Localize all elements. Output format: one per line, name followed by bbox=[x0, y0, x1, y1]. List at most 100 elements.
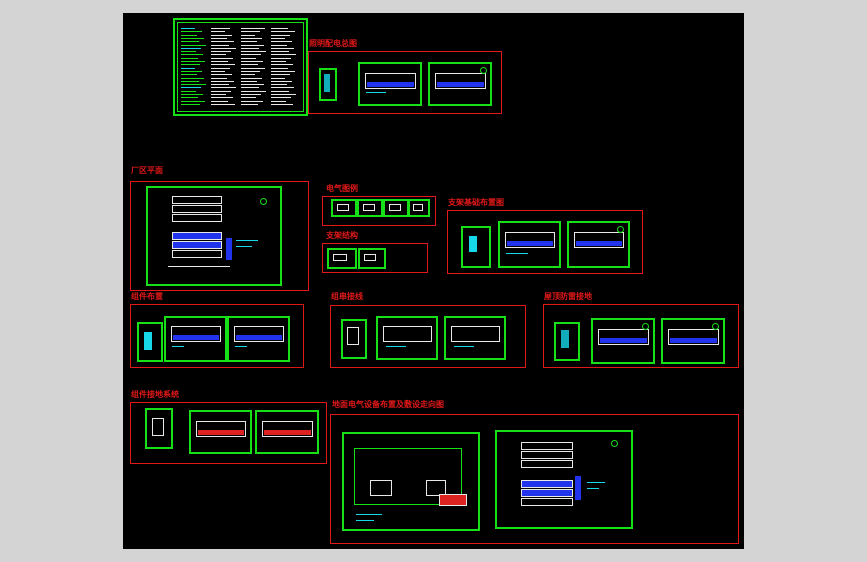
plant-plan-sheet[interactable] bbox=[146, 186, 282, 286]
section-label-support-structure: 支架结构 bbox=[326, 231, 358, 240]
wiring-sheet[interactable] bbox=[444, 316, 506, 360]
notes-text-line bbox=[271, 34, 290, 36]
detail-block bbox=[144, 332, 152, 350]
module-sheet[interactable] bbox=[137, 322, 163, 362]
section-support-foundation[interactable] bbox=[447, 210, 643, 274]
section-plant-plan[interactable] bbox=[130, 181, 309, 291]
notes-text-line bbox=[181, 34, 197, 36]
annotation-line bbox=[236, 240, 258, 241]
notes-text-line bbox=[211, 100, 228, 102]
sheet-inner-frame bbox=[177, 22, 304, 112]
north-arrow-icon bbox=[260, 198, 267, 205]
notes-text-line bbox=[241, 44, 264, 46]
notes-text-line bbox=[241, 34, 255, 36]
notes-text-line bbox=[241, 74, 255, 76]
equipment-plan-sheet[interactable] bbox=[495, 430, 633, 529]
panel-row bbox=[197, 430, 245, 435]
annotation-line bbox=[587, 488, 599, 489]
structure-sheet[interactable] bbox=[327, 248, 357, 269]
structure-detail bbox=[333, 254, 347, 261]
grounding-sheet[interactable] bbox=[591, 318, 655, 364]
building-elevation bbox=[261, 421, 313, 437]
foundation-sheet[interactable] bbox=[498, 221, 561, 268]
notes-text-line bbox=[271, 64, 293, 66]
combiner-sheet[interactable] bbox=[145, 408, 173, 449]
equipment-elevation-sheet[interactable] bbox=[342, 432, 480, 531]
building-elevation bbox=[170, 326, 222, 342]
panel-row bbox=[172, 335, 220, 340]
wiring-sheet[interactable] bbox=[376, 316, 438, 360]
notes-text-line bbox=[241, 84, 264, 86]
diagram-sheet[interactable] bbox=[383, 199, 409, 217]
section-lighting-distribution[interactable] bbox=[308, 51, 502, 114]
module-sheet[interactable] bbox=[164, 316, 227, 362]
combiner-sheet[interactable] bbox=[189, 410, 252, 454]
drawing-sheet[interactable] bbox=[319, 68, 337, 101]
notes-text-line bbox=[181, 70, 202, 72]
notes-text-line bbox=[271, 28, 288, 29]
notes-text-line bbox=[271, 94, 296, 95]
notes-text-line bbox=[211, 74, 232, 76]
building-elevation bbox=[667, 329, 719, 345]
combiner-sheet[interactable] bbox=[255, 410, 319, 454]
notes-text-line bbox=[241, 67, 265, 69]
building-elevation bbox=[434, 73, 486, 89]
notes-text-line bbox=[181, 87, 201, 89]
section-support-structure[interactable] bbox=[322, 243, 428, 273]
building-elevation bbox=[504, 232, 556, 248]
notes-text-line bbox=[211, 103, 235, 105]
notes-text-line bbox=[241, 90, 266, 92]
building-block bbox=[521, 480, 573, 488]
window bbox=[370, 480, 392, 496]
building-elevation bbox=[573, 232, 625, 248]
diagram-sheet[interactable] bbox=[408, 199, 430, 217]
grounding-sheet[interactable] bbox=[554, 322, 580, 361]
building-elevation bbox=[364, 73, 416, 89]
section-module-layout[interactable] bbox=[130, 304, 304, 368]
notes-text-line bbox=[271, 57, 291, 59]
building-block bbox=[172, 205, 222, 213]
north-arrow-icon bbox=[642, 323, 649, 330]
building-block bbox=[521, 498, 573, 506]
module-sheet[interactable] bbox=[227, 316, 290, 362]
diagram-sheet[interactable] bbox=[357, 199, 383, 217]
section-label-support-foundation: 支架基础布置图 bbox=[448, 198, 504, 207]
structure-sheet[interactable] bbox=[358, 248, 386, 269]
diagram-sheet[interactable] bbox=[331, 199, 357, 217]
annotation-line bbox=[454, 346, 474, 347]
grounding-sheet[interactable] bbox=[661, 318, 725, 364]
panel-row bbox=[506, 241, 554, 246]
notes-text-line bbox=[181, 51, 196, 53]
building-elevation bbox=[597, 329, 649, 345]
section-label-electrical-diagram: 电气图例 bbox=[326, 184, 358, 193]
building-elevation bbox=[354, 448, 462, 505]
notes-text-line bbox=[181, 31, 202, 33]
drawing-sheet[interactable] bbox=[358, 62, 422, 106]
section-combiner-grounding[interactable] bbox=[130, 402, 327, 464]
notes-text-line bbox=[181, 74, 197, 76]
road-line bbox=[168, 266, 230, 267]
wiring-sheet[interactable] bbox=[341, 319, 367, 359]
notes-text-line bbox=[181, 90, 196, 92]
notes-text-line bbox=[271, 97, 291, 99]
section-ground-equipment[interactable] bbox=[330, 414, 739, 544]
foundation-sheet[interactable] bbox=[461, 226, 491, 268]
annotation-line bbox=[356, 514, 382, 515]
section-roof-grounding[interactable] bbox=[543, 304, 739, 368]
annotation-line bbox=[356, 520, 374, 521]
design-notes-sheet[interactable] bbox=[173, 18, 308, 116]
notes-text-line bbox=[211, 77, 227, 79]
building-block bbox=[521, 460, 573, 468]
section-string-wiring[interactable] bbox=[330, 305, 526, 368]
drawing-sheet[interactable] bbox=[428, 62, 492, 106]
foundation-sheet[interactable] bbox=[567, 221, 630, 268]
notes-text-line bbox=[241, 61, 263, 62]
building-block bbox=[521, 451, 573, 459]
section-electrical-diagram[interactable] bbox=[322, 196, 436, 226]
annotation-line bbox=[236, 246, 252, 247]
cad-drawing-canvas[interactable]: 照明配电总图 厂区平面 电气图例 支架结构 支架基础布置图 bbox=[123, 13, 744, 549]
section-label-roof-grounding: 屋顶防雷接地 bbox=[544, 292, 592, 301]
panel-row bbox=[669, 338, 717, 343]
building-block bbox=[521, 489, 573, 497]
notes-text-line bbox=[241, 77, 262, 79]
